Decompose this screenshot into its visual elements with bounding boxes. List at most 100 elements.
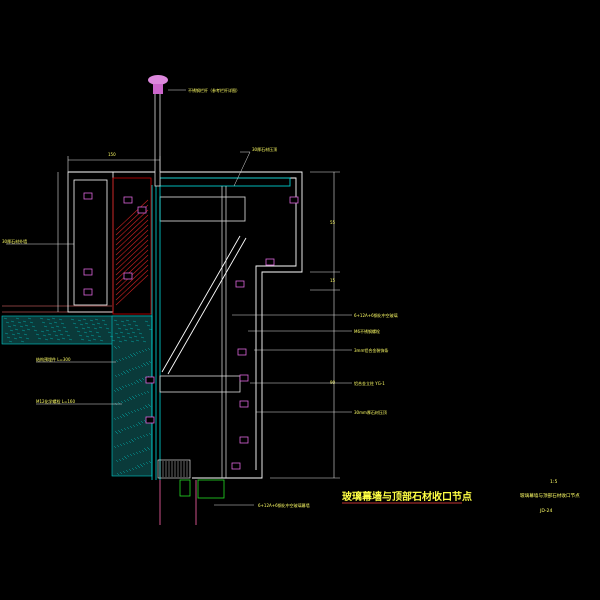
hatch-mark (136, 328, 141, 331)
clip-icon (137, 206, 147, 214)
hatch-mark (120, 400, 124, 404)
hatch-mark (142, 434, 146, 438)
hatch-mark (115, 239, 149, 271)
hatch-mark (133, 381, 137, 385)
hatch-mark (72, 322, 77, 325)
callout-wall-bolt: M12化学螺栓 L=160 (36, 398, 75, 404)
hatch-mark (115, 274, 149, 306)
hatch-mark (145, 405, 149, 409)
hatch-mark (50, 326, 55, 329)
clip-icon (239, 400, 249, 408)
hatch-mark (56, 338, 61, 341)
hatch-mark (118, 458, 122, 462)
hatch-mark (146, 324, 151, 327)
hatch-mark (130, 354, 134, 358)
hatch-mark (140, 336, 145, 339)
hatch-mark (17, 321, 22, 324)
hatch-mark (135, 339, 140, 342)
hatch-mark (148, 460, 152, 464)
hatch-mark (107, 331, 112, 334)
hatch-mark (148, 328, 153, 331)
hatch-mark (19, 325, 24, 328)
hatch-mark (124, 328, 129, 331)
hatch-mark (147, 447, 151, 451)
hatch-mark (141, 349, 145, 353)
hatch-mark (123, 427, 127, 431)
clip-icon (235, 280, 245, 288)
hatch-mark (66, 334, 71, 337)
hatch-mark (115, 199, 149, 231)
hatch-mark (133, 409, 137, 413)
hatch-mark (68, 338, 73, 341)
hatch-mark (145, 433, 149, 437)
hatch-mark (143, 363, 147, 367)
hatch-mark (52, 330, 57, 333)
hatch-mark (136, 408, 140, 412)
hatch-mark (138, 332, 143, 335)
hatch-mark (127, 355, 131, 359)
concrete-slab (1, 315, 153, 477)
hatch-mark (115, 269, 149, 301)
leader-lines (6, 89, 352, 506)
hatch-mark (11, 333, 16, 336)
drawing-number: JD-24 (539, 508, 552, 514)
hatch-mark (3, 317, 8, 320)
hatch-mark (117, 345, 121, 349)
hatch-mark (130, 382, 134, 386)
hatch-mark (120, 320, 125, 323)
hatch-mark (61, 337, 66, 340)
hatch-mark (44, 338, 49, 341)
hatch-mark (109, 335, 114, 338)
hatch-mark (115, 254, 149, 286)
hatch-mark (146, 390, 150, 394)
hatch-mark (39, 317, 44, 320)
hatch-mark (18, 336, 23, 339)
callout-r2: M6不锈钢螺栓 (354, 328, 380, 334)
hatch-mark (128, 468, 132, 472)
hatch-mark (122, 442, 126, 446)
callout-wall-embed: 结构预埋件 L=300 (36, 356, 71, 362)
hatch-mark (53, 321, 58, 324)
hatch-mark (114, 332, 119, 335)
hatch-mark (144, 448, 148, 452)
hatch-mark (95, 331, 100, 334)
hatch-mark (88, 330, 93, 333)
hatch-mark (26, 328, 31, 331)
hatch-mark (54, 334, 59, 337)
hatch-mark (120, 428, 124, 432)
hatch-mark (120, 372, 124, 376)
hatch-mark (138, 450, 142, 454)
hatch-mark (144, 320, 149, 323)
hatch-mark (117, 401, 121, 405)
clip-icon (83, 268, 93, 276)
hatch-mark (147, 347, 151, 351)
drawing-name: 玻璃幕墙与顶部石材收口节点 (520, 492, 580, 499)
hatch-mark (5, 321, 10, 324)
clip-icon (145, 416, 155, 424)
hatch-mark (117, 373, 121, 377)
hatch-mark (131, 367, 135, 371)
hatch-mark (116, 444, 120, 448)
hatch-mark (62, 326, 67, 329)
hatch-mark (119, 471, 123, 475)
hatch-mark (64, 330, 69, 333)
hatch-mark (97, 335, 102, 338)
hatch-mark (24, 324, 29, 327)
hatch-mark (45, 329, 50, 332)
hatch-mark (134, 324, 139, 327)
hatch-mark (115, 219, 149, 251)
hatch-mark (27, 317, 32, 320)
clip-icon (237, 348, 247, 356)
hatch-mark (90, 334, 95, 337)
hatch-mark (84, 322, 89, 325)
hatch-mark (114, 374, 118, 378)
hatch-mark (123, 339, 128, 342)
hatch-mark (129, 327, 134, 330)
hatch-mark (126, 454, 130, 458)
hatch-mark (33, 329, 38, 332)
hatch-mark (115, 264, 149, 296)
hatch-mark (113, 445, 117, 449)
hatch-mark (115, 249, 149, 281)
hatch-mark (140, 392, 144, 396)
hatch-mark (115, 224, 149, 256)
